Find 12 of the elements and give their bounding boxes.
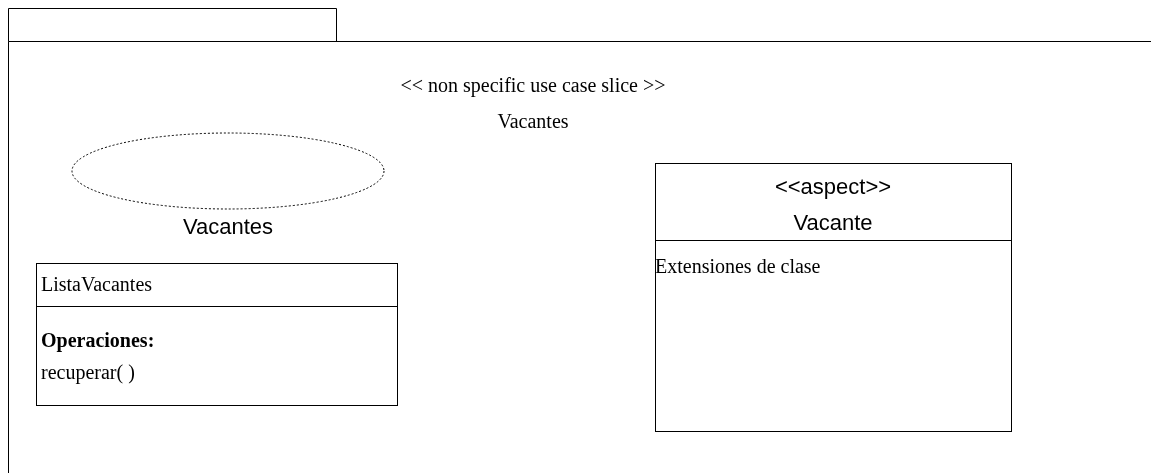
class-name: Vacante bbox=[793, 212, 873, 234]
section-label: Extensiones de clase bbox=[655, 256, 821, 276]
package-frame bbox=[8, 8, 1151, 473]
section-heading: Operaciones: bbox=[41, 330, 155, 350]
class-name: ListaVacantes bbox=[41, 274, 153, 294]
stereotype-label: <<aspect>> bbox=[774, 176, 892, 198]
stereotype-label: << non specific use case slice >> bbox=[400, 75, 666, 95]
use-case-name: Vacantes bbox=[182, 216, 274, 238]
aspect-class-box bbox=[655, 163, 1012, 432]
class-box bbox=[36, 263, 398, 406]
operation-label: recuperar( ) bbox=[41, 362, 135, 382]
package-name: Vacantes bbox=[497, 111, 569, 131]
